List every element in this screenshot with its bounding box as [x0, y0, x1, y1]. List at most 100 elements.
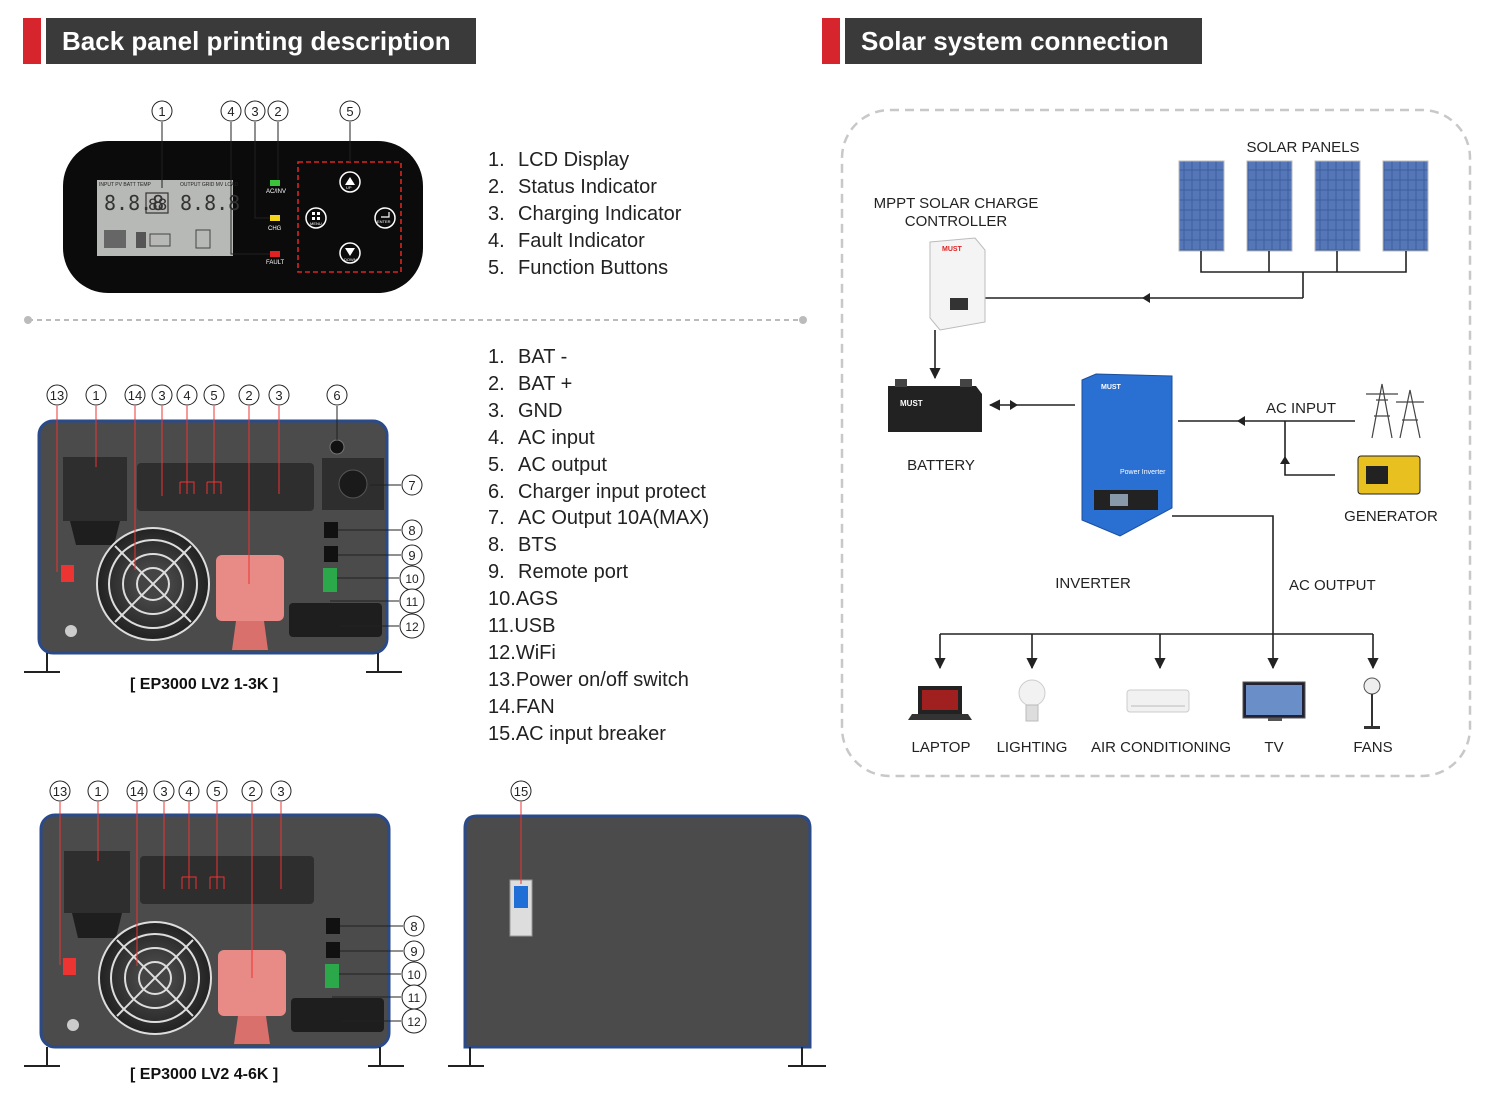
list-item: 6.Charger input protect	[488, 480, 706, 503]
svg-text:5: 5	[346, 104, 353, 119]
chg-label: CHG	[268, 226, 282, 232]
svg-text:3: 3	[160, 784, 167, 799]
svg-text:Power Inverter: Power Inverter	[1120, 469, 1166, 476]
battery	[888, 386, 982, 432]
solar-panels-label: SOLAR PANELS	[1246, 139, 1359, 156]
list-item: 3.GND	[488, 399, 563, 422]
menu-button[interactable]: MENU	[305, 207, 327, 229]
svg-text:7: 7	[408, 478, 415, 493]
svg-text:13: 13	[53, 784, 67, 799]
svg-text:10: 10	[405, 572, 419, 586]
load-label: LAPTOP	[912, 739, 971, 756]
svg-text:MUST: MUST	[1101, 384, 1122, 391]
front-callouts: 1 4 3 2 5	[151, 100, 361, 255]
svg-text:15: 15	[514, 784, 528, 799]
svg-text:1: 1	[92, 388, 99, 403]
lcd-right-label: OUTPUT GRID MV LOAD	[180, 182, 239, 188]
load-label: FANS	[1353, 739, 1392, 756]
fault-label: FAULT	[266, 260, 285, 266]
svg-text:6: 6	[333, 388, 340, 403]
power-tower-icon	[1366, 383, 1424, 439]
svg-text:2: 2	[245, 388, 252, 403]
ac-output-label: AC OUTPUT	[1289, 577, 1376, 594]
model1-callouts: 13 1 14 3 4 5 2 3 6 7 8 9 10 11 12	[46, 384, 425, 639]
svg-text:4: 4	[183, 388, 190, 403]
mppt-controller	[929, 237, 986, 331]
laptop-icon	[908, 686, 972, 720]
svg-text:1: 1	[158, 104, 165, 119]
model1-back-panel	[24, 419, 402, 673]
svg-text:5: 5	[210, 388, 217, 403]
svg-text:3: 3	[251, 104, 258, 119]
list-item: 1.LCD Display	[488, 149, 630, 171]
solar-panel	[1246, 160, 1293, 252]
tv-icon	[1242, 681, 1306, 721]
down-button[interactable]: DOWN	[339, 242, 361, 264]
svg-text:5: 5	[213, 784, 220, 799]
list-item: 4.AC input	[488, 426, 595, 449]
svg-text:DOWN: DOWN	[344, 257, 357, 262]
inverter-label: INVERTER	[1055, 575, 1131, 592]
svg-text:8: 8	[410, 919, 417, 934]
list-item: 11.USB	[488, 615, 556, 638]
list-item: 1.BAT -	[488, 346, 568, 368]
list-item: 5.AC output	[488, 453, 607, 476]
model1-caption: [ EP3000 LV2 1-3K ]	[130, 676, 279, 693]
svg-text:14: 14	[128, 388, 142, 403]
list-item: 9.Remote port	[488, 561, 629, 584]
svg-text:4: 4	[185, 784, 192, 799]
svg-text:8.8.8: 8.8.8	[104, 191, 164, 215]
model2-caption: [ EP3000 LV2 4-6K ]	[130, 1066, 279, 1083]
svg-text:4: 4	[227, 104, 234, 119]
svg-text:8: 8	[408, 523, 415, 538]
svg-text:1: 1	[94, 784, 101, 799]
svg-text:14: 14	[130, 784, 144, 799]
front-panel: INPUT PV BATT TEMP OUTPUT GRID MV LOAD 8…	[63, 141, 423, 293]
svg-text:2: 2	[274, 104, 281, 119]
list-item: 8.BTS	[488, 534, 557, 557]
load-label: LIGHTING	[997, 739, 1068, 756]
list-item: 10.AGS	[488, 588, 559, 611]
mppt-label-2: CONTROLLER	[905, 213, 1008, 230]
svg-text:13: 13	[50, 388, 64, 403]
charging-led	[270, 215, 280, 221]
svg-text:MUST: MUST	[900, 399, 923, 408]
generator-icon	[1357, 455, 1421, 495]
ac-inv-label: AC/INV	[266, 189, 286, 195]
side-panel: 15	[448, 780, 826, 1067]
solar-panel	[1178, 160, 1225, 252]
load-label: AIR CONDITIONING	[1091, 739, 1231, 756]
svg-text:88: 88	[148, 195, 167, 214]
model2-callouts: 13 1 14 3 4 5 2 3 8 9 10 11 12	[49, 780, 427, 1034]
status-led	[270, 180, 280, 186]
header-accent	[822, 18, 840, 64]
mppt-label-1: MPPT SOLAR CHARGE	[874, 195, 1039, 212]
svg-text:UP: UP	[346, 185, 352, 190]
back-panel-list: 1.BAT - 2.BAT + 3.GND 4.AC input 5.AC ou…	[488, 344, 709, 748]
svg-text:12: 12	[407, 1015, 421, 1029]
lightbulb-icon	[1018, 679, 1046, 722]
svg-text:ENTER: ENTER	[377, 219, 391, 224]
solar-panel	[1382, 160, 1429, 252]
inverter	[1081, 373, 1173, 537]
list-item: 3.Charging Indicator	[488, 202, 682, 225]
up-button[interactable]: UP	[339, 171, 361, 193]
svg-text:8.8.8: 8.8.8	[180, 191, 240, 215]
load-label: TV	[1264, 739, 1283, 756]
fault-led	[270, 251, 280, 257]
svg-text:11: 11	[408, 991, 421, 1005]
solar-panel	[1314, 160, 1361, 252]
svg-text:MENU: MENU	[310, 221, 322, 226]
back-panel-header: Back panel printing description	[46, 18, 476, 64]
lcd-left-label: INPUT PV BATT TEMP	[99, 182, 152, 188]
enter-button[interactable]: ENTER	[374, 207, 396, 229]
svg-text:12: 12	[405, 620, 419, 634]
svg-text:9: 9	[410, 944, 417, 959]
list-item: 13.Power on/off switch	[488, 668, 689, 691]
svg-text:3: 3	[275, 388, 282, 403]
list-item: 12.WiFi	[488, 641, 556, 664]
generator-label: GENERATOR	[1344, 508, 1438, 525]
svg-text:9: 9	[408, 548, 415, 563]
solar-header: Solar system connection	[845, 18, 1202, 64]
